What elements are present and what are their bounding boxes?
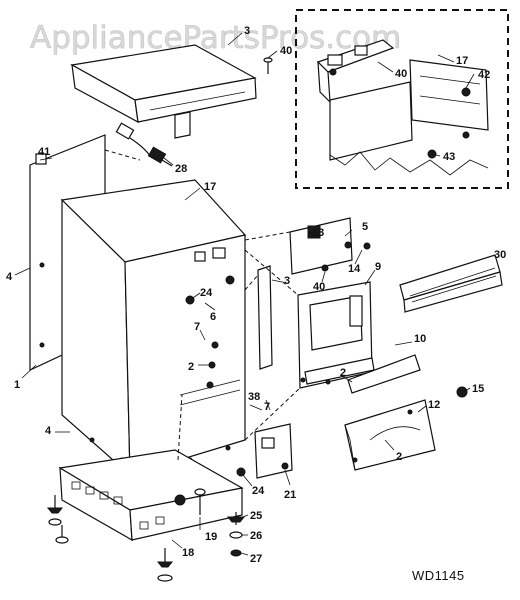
top-cover-part bbox=[70, 44, 257, 139]
base-part bbox=[58, 449, 244, 542]
callout-10: 10 bbox=[414, 333, 426, 345]
callout-3: 3 bbox=[284, 275, 290, 287]
callout-21: 21 bbox=[284, 489, 296, 501]
callout-2: 2 bbox=[396, 451, 402, 463]
callout-3: 3 bbox=[244, 25, 250, 37]
assembly-guide-lines bbox=[104, 149, 301, 461]
callout-7: 7 bbox=[264, 401, 270, 413]
callout-24: 24 bbox=[252, 485, 265, 497]
callout-7: 7 bbox=[194, 321, 200, 333]
callout-30: 30 bbox=[494, 249, 506, 261]
callout-1: 1 bbox=[14, 379, 20, 391]
callout-42: 42 bbox=[478, 69, 490, 81]
watermark-text: AppliancePartsPros.com bbox=[30, 20, 401, 56]
callout-19: 19 bbox=[205, 531, 217, 543]
door-panel-part bbox=[297, 281, 375, 389]
callout-40: 40 bbox=[395, 68, 407, 80]
callout-6: 6 bbox=[210, 311, 216, 323]
callout-13: 13 bbox=[312, 227, 324, 239]
callout-41: 41 bbox=[38, 146, 50, 158]
callout-27: 27 bbox=[250, 553, 262, 565]
callout-2: 2 bbox=[188, 361, 194, 373]
leader-lines bbox=[14, 32, 475, 556]
callout-18: 18 bbox=[182, 547, 194, 559]
callout-4: 4 bbox=[6, 271, 13, 283]
callout-2: 2 bbox=[340, 367, 346, 379]
callout-17: 17 bbox=[204, 181, 216, 193]
knob-part bbox=[456, 386, 468, 398]
door-strip-part bbox=[257, 265, 273, 370]
drip-tray-part bbox=[344, 399, 436, 471]
callout-labels: 3 40 40 17 42 43 41 28 17 4 1 4 24 6 7 2… bbox=[6, 25, 506, 565]
detail-inset bbox=[295, 9, 509, 189]
screw-part bbox=[263, 57, 273, 74]
control-bracket-part bbox=[289, 217, 371, 275]
door-handle-part bbox=[399, 254, 503, 313]
interior-shelf bbox=[179, 379, 241, 406]
callout-25: 25 bbox=[250, 510, 262, 522]
screw-part bbox=[194, 488, 206, 515]
cabinet-part bbox=[60, 179, 247, 477]
callout-28: 28 bbox=[175, 163, 187, 175]
callout-40: 40 bbox=[313, 281, 325, 293]
callout-40: 40 bbox=[280, 45, 292, 57]
hinge-bracket-part bbox=[254, 423, 293, 479]
callout-38: 38 bbox=[248, 391, 260, 403]
screw-part bbox=[236, 467, 246, 477]
callout-43: 43 bbox=[443, 151, 455, 163]
callout-26: 26 bbox=[250, 530, 262, 542]
door-window-part bbox=[347, 354, 421, 394]
callout-5: 5 bbox=[362, 221, 368, 233]
callout-9: 9 bbox=[375, 261, 381, 273]
callout-24: 24 bbox=[200, 287, 213, 299]
callout-4: 4 bbox=[45, 425, 52, 437]
callout-12: 12 bbox=[428, 399, 440, 411]
diagram-code: WD1145 bbox=[412, 568, 465, 583]
callout-15: 15 bbox=[472, 383, 484, 395]
power-cord-part bbox=[115, 122, 173, 167]
callout-14: 14 bbox=[348, 263, 361, 275]
leveling-feet-part bbox=[46, 495, 246, 582]
callout-17: 17 bbox=[456, 55, 468, 67]
